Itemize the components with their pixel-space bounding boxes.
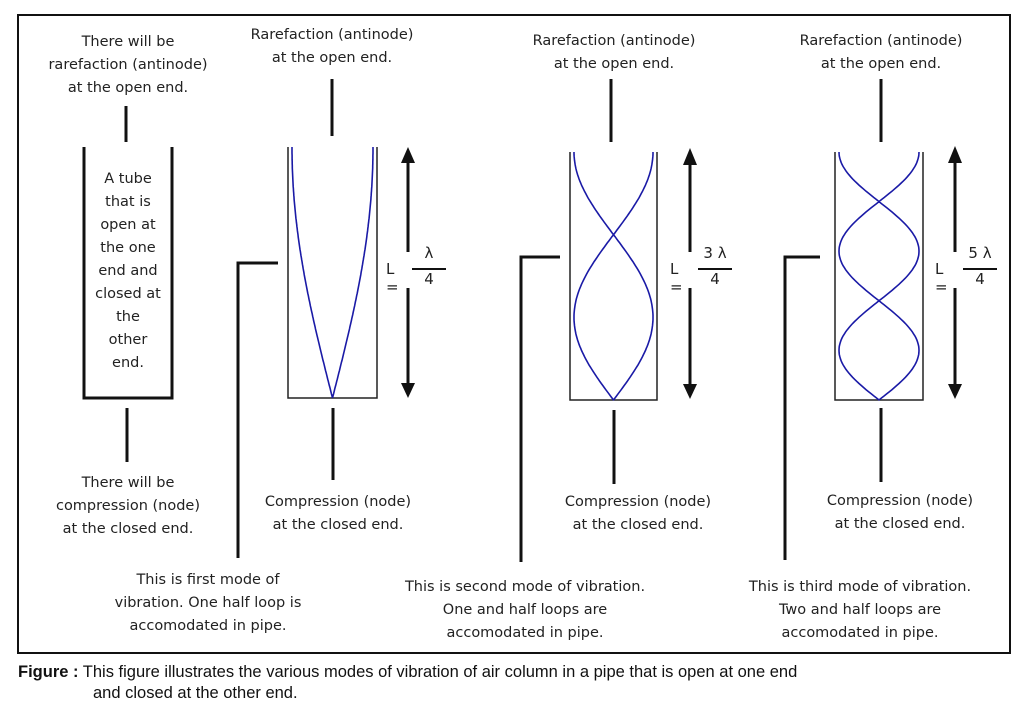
mode3-bottom-label: Compression (node) at the closed end. [826, 493, 974, 532]
tube-bottom-label: There will be compression (node) at the … [55, 475, 201, 537]
formula-bar [412, 268, 446, 270]
mode3-callout-bracket [783, 255, 820, 560]
mode3-description: This is third mode of vibration. Two and… [748, 579, 972, 641]
mode3-wave [838, 151, 920, 401]
caption-prefix: Figure : [18, 663, 79, 681]
tube-top-label: There will be rarefaction (antinode) at … [48, 34, 208, 96]
arrow-up-icon [948, 146, 962, 163]
mode1-wave [291, 147, 374, 399]
mode2-callout-bracket [519, 255, 560, 562]
formula-denominator: 4 [710, 270, 720, 288]
formula-lhs: L = [670, 260, 683, 296]
mode1-callout-bracket [236, 261, 278, 558]
mode3-pipe [834, 152, 924, 401]
tube-description: A tube that is open at the one end and c… [95, 171, 161, 371]
mode3-top-label: Rarefaction (antinode) at the open end. [799, 33, 963, 72]
formula-numerator: 3 λ [703, 244, 727, 262]
figure-frame [17, 14, 1011, 654]
formula-numerator: λ [424, 244, 434, 262]
formula-denominator: 4 [975, 270, 985, 288]
arrow-down-icon [948, 384, 962, 399]
formula-lhs: L = [935, 260, 948, 296]
formula-lhs: L = [386, 260, 399, 296]
mode3-length-arrow [948, 146, 962, 399]
mode2-length-arrow [683, 148, 697, 399]
arrow-up-icon [683, 148, 697, 165]
formula-denominator: 4 [424, 270, 434, 288]
mode1-pipe [287, 147, 378, 399]
plain-tube [82, 147, 174, 400]
caption-line2: and closed at the other end. [93, 684, 298, 702]
mode1-length-arrow [401, 147, 415, 398]
arrow-down-icon [683, 384, 697, 399]
mode1-bottom-label: Compression (node) at the closed end. [264, 494, 412, 533]
formula-bar [963, 268, 997, 270]
mode1-top-label: Rarefaction (antinode) at the open end. [250, 27, 414, 66]
caption-line1: This figure illustrates the various mode… [78, 663, 798, 681]
mode2-wave [573, 152, 654, 401]
mode1-description: This is first mode of vibration. One hal… [114, 572, 302, 634]
mode2-top-label: Rarefaction (antinode) at the open end. [532, 33, 696, 72]
formula-numerator: 5 λ [968, 244, 992, 262]
mode2-bottom-label: Compression (node) at the closed end. [564, 494, 712, 533]
figure-caption: Figure : This figure illustrates the var… [18, 662, 1008, 704]
mode2-description: This is second mode of vibration. One an… [404, 579, 646, 641]
formula-bar [698, 268, 732, 270]
arrow-down-icon [401, 383, 415, 398]
arrow-up-icon [401, 147, 415, 163]
